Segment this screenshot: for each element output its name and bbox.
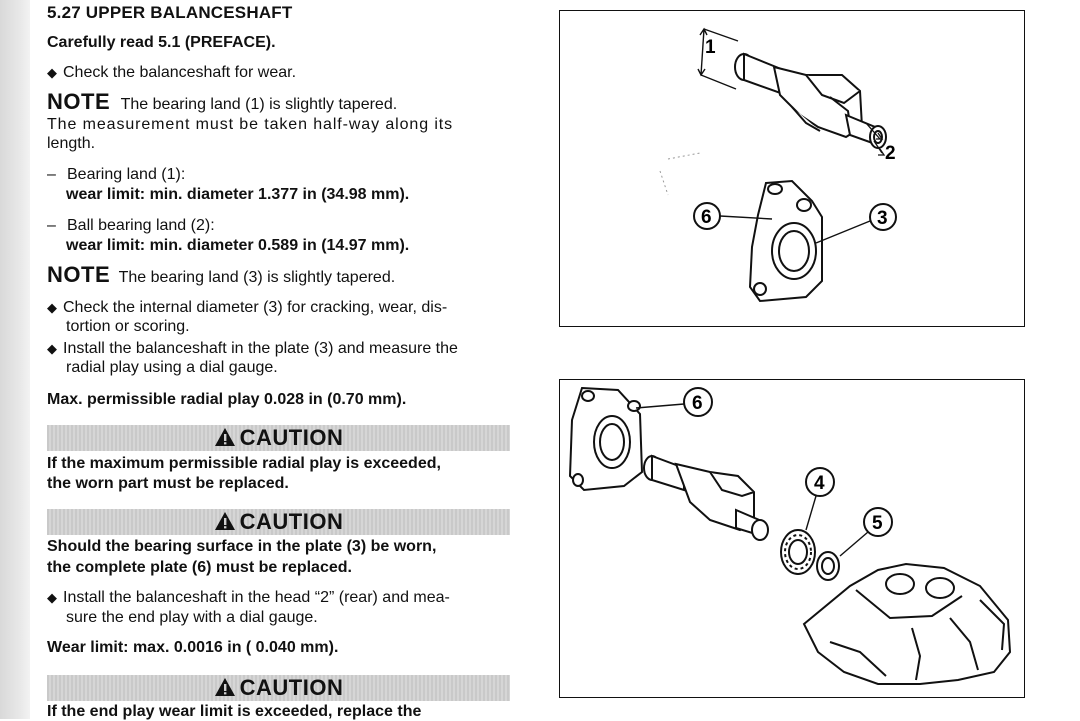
section-title: 5.27 UPPER BALANCESHAFT: [47, 3, 293, 22]
warning-triangle-icon: [214, 678, 235, 696]
step-install-plate: ◆Install the balanceshaft in the plate (…: [47, 340, 458, 357]
svg-text:3: 3: [877, 208, 888, 229]
figure-balanceshaft-assembly: 6 4 5: [559, 379, 1025, 698]
note-1-cont-line1: The measurement must be taken half-way a…: [47, 116, 454, 133]
svg-text:2: 2: [885, 143, 896, 164]
caution-1-line1: If the maximum permissible radial play i…: [47, 455, 441, 472]
svg-text:5: 5: [872, 513, 883, 534]
caution-banner-3: CAUTION: [47, 675, 510, 701]
note-2: NOTE The bearing land (3) is slightly ta…: [47, 262, 512, 288]
caution-label: CAUTION: [239, 509, 344, 534]
note-1-cont-line2: length.: [47, 135, 96, 152]
step-check-internal-cont: tortion or scoring.: [66, 318, 190, 335]
caution-label: CAUTION: [239, 675, 344, 700]
diamond-bullet-icon: ◆: [47, 590, 57, 605]
svg-text:6: 6: [701, 207, 712, 228]
bearing-land-limit: wear limit: min. diameter 1.377 in (34.9…: [66, 186, 410, 203]
warning-triangle-icon: [214, 428, 235, 446]
diamond-bullet-icon: ◆: [47, 300, 57, 315]
svg-text:1: 1: [705, 37, 716, 58]
note-label: NOTE: [47, 262, 111, 287]
ball-bearing-land-limit: wear limit: min. diameter 0.589 in (14.9…: [66, 237, 410, 254]
balanceshaft-head-assembly-illustration: 6 4 5: [568, 386, 1012, 685]
step-install-head-cont: sure the end play with a dial gauge.: [66, 609, 318, 626]
page-edge-shadow: [0, 0, 30, 719]
diamond-bullet-icon: ◆: [47, 65, 57, 80]
step-check-wear: ◆Check the balanceshaft for wear.: [47, 64, 297, 81]
warning-triangle-icon: [214, 512, 235, 530]
caution-2-line1: Should the bearing surface in the plate …: [47, 538, 437, 555]
svg-text:4: 4: [814, 473, 825, 494]
caution-2-line2: the complete plate (6) must be replaced.: [47, 559, 352, 576]
note-label: NOTE: [47, 89, 111, 114]
bearing-land-label: –Bearing land (1):: [47, 166, 186, 183]
step-install-head: ◆Install the balanceshaft in the head “2…: [47, 589, 450, 606]
step-check-internal: ◆Check the internal diameter (3) for cra…: [47, 299, 448, 316]
caution-label: CAUTION: [239, 425, 344, 450]
note-text: The bearing land (1) is slightly tapered…: [120, 96, 398, 113]
note-text: The bearing land (3) is slightly tapered…: [118, 269, 396, 286]
step-install-plate-cont: radial play using a dial gauge.: [66, 359, 278, 376]
caution-banner-2: CAUTION: [47, 509, 510, 535]
caution-1-line2: the worn part must be replaced.: [47, 475, 289, 492]
note-1: NOTE The bearing land (1) is slightly ta…: [47, 89, 512, 115]
ball-bearing-land-label: –Ball bearing land (2):: [47, 217, 215, 234]
end-play-limit: Wear limit: max. 0.0016 in ( 0.040 mm).: [47, 639, 339, 656]
max-radial-play: Max. permissible radial play 0.028 in (0…: [47, 391, 407, 408]
diamond-bullet-icon: ◆: [47, 341, 57, 356]
caution-banner-1: CAUTION: [47, 425, 510, 451]
svg-text:6: 6: [692, 393, 703, 414]
figure-balanceshaft-measurement: 1 2: [559, 10, 1025, 327]
caution-3-line1: If the end play wear limit is exceeded, …: [47, 703, 422, 720]
balanceshaft-plate-illustration: 1 2: [659, 27, 897, 303]
preface-reference: Carefully read 5.1 (PREFACE).: [47, 34, 276, 51]
